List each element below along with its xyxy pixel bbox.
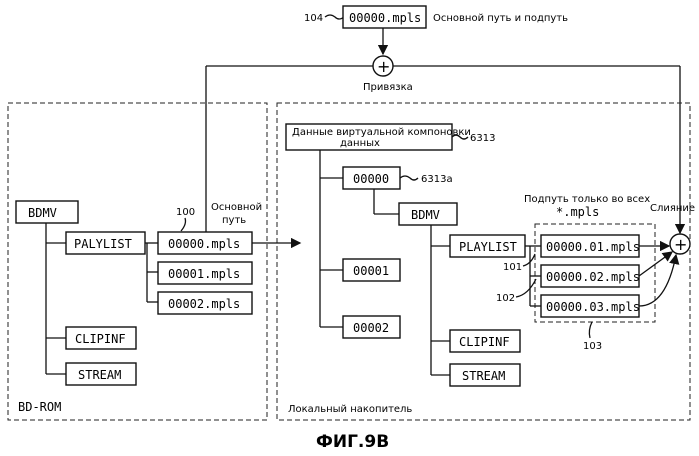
bdrom-ref-leader — [181, 218, 186, 231]
bdrom-playlist-label: PALYLIST — [74, 237, 132, 251]
virtual-data-header-line2: данных — [340, 138, 380, 149]
binding-label: Привязка — [363, 82, 413, 93]
main-path-label-line2: путь — [222, 215, 246, 226]
bdrom-file1-name: 00001.mpls — [168, 267, 240, 281]
main-path-label-line1: Основной — [211, 202, 262, 213]
folder-ref-leader — [400, 176, 418, 180]
bdrom-label: BD-ROM — [18, 400, 61, 414]
bdrom-bdmv-label: BDMV — [28, 206, 57, 220]
bdrom-file2-name: 00002.mpls — [168, 297, 240, 311]
figure-label: ФИГ.9В — [316, 432, 389, 452]
header-ref-number: 6313 — [470, 133, 495, 144]
ref-101: 101 — [503, 262, 522, 273]
local-file2-name: 00000.03.mpls — [546, 300, 640, 314]
merge-label: Слияние — [650, 203, 695, 214]
local-folder-00002-label: 00002 — [353, 321, 389, 335]
subpath-label-line1: Подпуть только во всех — [524, 194, 650, 205]
folder-ref-number: 6313a — [421, 174, 453, 185]
merge-plus-sign: + — [674, 235, 687, 254]
ref-102-leader — [516, 279, 536, 297]
local-file0-name: 00000.01.mpls — [546, 240, 640, 254]
local-playlist-label: PLAYLIST — [459, 240, 517, 254]
local-stream-label: STREAM — [462, 369, 505, 383]
top-caption: Основной путь и подпуть — [433, 13, 568, 24]
subpath-label-line2: *.mpls — [556, 205, 599, 219]
bdrom-ref-number: 100 — [176, 207, 195, 218]
top-file-name: 00000.mpls — [349, 11, 421, 25]
local-storage-label: Локальный накопитель — [288, 404, 412, 415]
bdrom-stream-label: STREAM — [78, 368, 121, 382]
local-file1-name: 00000.02.mpls — [546, 270, 640, 284]
ref-102: 102 — [496, 293, 515, 304]
ref-103-leader — [589, 322, 592, 338]
local-clipinf-label: CLIPINF — [459, 335, 510, 349]
bdrom-file0-name: 00000.mpls — [168, 237, 240, 251]
local-folder-00000-label: 00000 — [353, 172, 389, 186]
local-folder-00001-label: 00001 — [353, 264, 389, 278]
top-ref-leader — [325, 15, 344, 19]
bdrom-clipinf-label: CLIPINF — [75, 332, 126, 346]
local-bdmv-label: BDMV — [411, 208, 440, 222]
binding-plus-sign: + — [377, 57, 390, 76]
virtual-data-header-line1: Данные виртуальной компоновки — [292, 127, 471, 138]
top-ref-number: 104 — [304, 13, 323, 24]
ref-103: 103 — [583, 341, 602, 352]
